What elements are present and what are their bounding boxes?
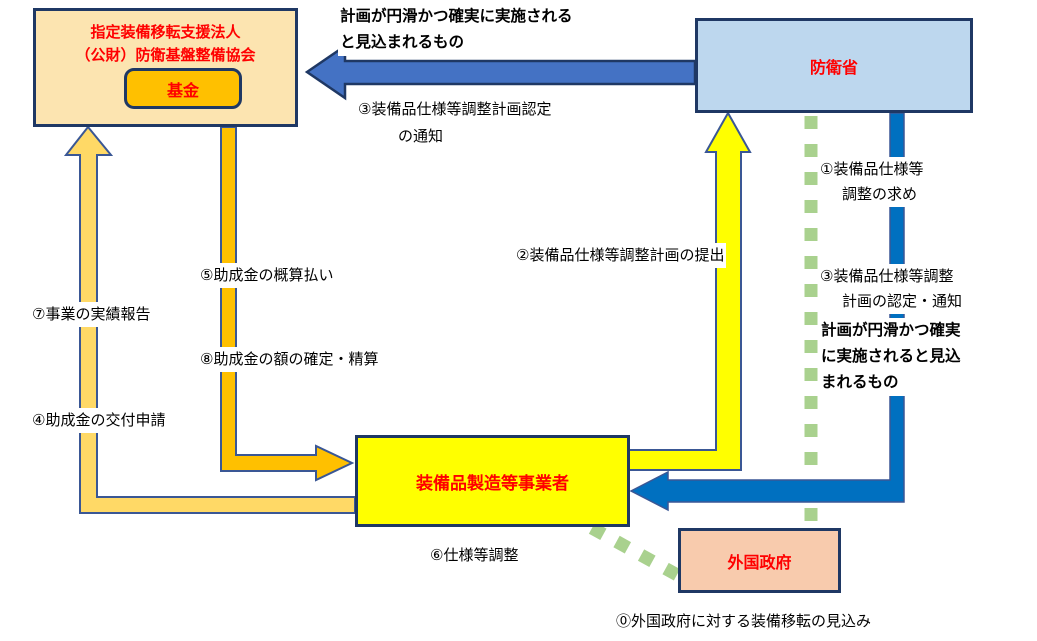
step1-label: ①装備品仕様等 調整の求め bbox=[818, 157, 926, 207]
arrow-step2-plan-submission bbox=[627, 110, 752, 471]
mod-box: 防衛省 bbox=[695, 18, 973, 113]
step3-notice-label: ③装備品仕様等調整計画認定 の通知 bbox=[356, 96, 554, 150]
right-note-line2: に実施されると見込 bbox=[821, 348, 961, 365]
support-org-title-line1: 指定装備移転支援法人 bbox=[90, 24, 241, 41]
step3-notice-line2: の通知 bbox=[398, 128, 444, 145]
step0-label: ⓪外国政府に対する装備移転の見込み bbox=[614, 609, 874, 634]
step3-right-line2: 計画の認定・通知 bbox=[842, 293, 963, 310]
top-note-line1: 計画が円滑かつ確実に実施される bbox=[340, 8, 573, 25]
manufacturer-box: 装備品製造等事業者 bbox=[355, 435, 630, 527]
step3-right-line1: ③装備品仕様等調整 bbox=[820, 268, 954, 285]
step6-label: ⑥仕様等調整 bbox=[428, 543, 521, 568]
step4-label: ④助成金の交付申請 bbox=[30, 408, 168, 433]
right-note-line3: まれるもの bbox=[821, 374, 899, 391]
step5-label: ⑤助成金の概算払い bbox=[198, 263, 336, 288]
step1-line2: 調整の求め bbox=[842, 186, 918, 203]
step3-right-label: ③装備品仕様等調整 計画の認定・通知 bbox=[818, 264, 965, 314]
dashed-link-manufacturer-foreign-gov bbox=[588, 522, 685, 583]
mod-label: 防衛省 bbox=[809, 59, 858, 77]
step1-line1: ①装備品仕様等 bbox=[820, 161, 924, 178]
manufacturer-label: 装備品製造等事業者 bbox=[416, 473, 569, 493]
step2-label: ②装備品仕様等調整計画の提出 bbox=[514, 243, 727, 268]
step7-label: ⑦事業の実績報告 bbox=[30, 302, 153, 327]
support-org-box: 指定装備移転支援法人 （公財）防衛基盤整備協会 基金 bbox=[33, 8, 298, 127]
foreign-gov-box: 外国政府 bbox=[678, 528, 841, 593]
support-org-title: 指定装備移転支援法人 （公財）防衛基盤整備協会 bbox=[36, 21, 295, 67]
step8-label: ⑧助成金の額の確定・精算 bbox=[198, 347, 381, 372]
right-note: 計画が円滑かつ確実 に実施されると見込 まれるもの bbox=[819, 318, 963, 396]
support-org-title-line2: （公財）防衛基盤整備協会 bbox=[75, 47, 256, 64]
top-note: 計画が円滑かつ確実に実施される と見込まれるもの bbox=[338, 4, 575, 56]
foreign-gov-label: 外国政府 bbox=[727, 554, 792, 572]
step3-notice-line1: ③装備品仕様等調整計画認定 bbox=[358, 101, 552, 118]
right-note-line1: 計画が円滑かつ確実 bbox=[821, 322, 961, 339]
fund-badge: 基金 bbox=[124, 68, 242, 109]
arrow-step5-8-subsidy-payment bbox=[220, 126, 355, 482]
top-note-line2: と見込まれるもの bbox=[340, 34, 465, 51]
